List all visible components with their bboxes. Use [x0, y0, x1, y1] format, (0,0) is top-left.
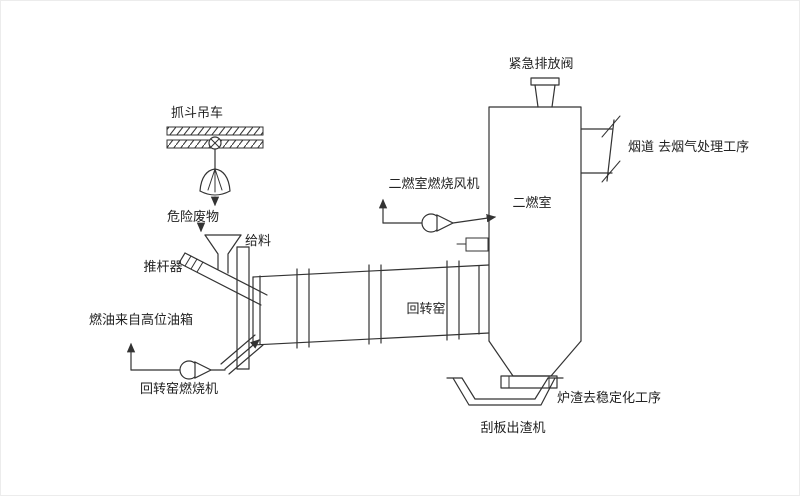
flue-duct: 烟道 去烟气处理工序: [580, 115, 749, 183]
fuel-supply-label: 燃油来自高位油箱: [89, 312, 193, 328]
scraper-trough-inner: [461, 377, 549, 400]
slag-label: 炉渣去稳定化工序: [557, 390, 661, 406]
secondary-chamber-label: 二燃室: [512, 195, 551, 211]
grab-bucket-icon: [199, 168, 231, 196]
secondary-fan-label: 二燃室燃烧风机: [388, 176, 479, 192]
burner-blower-outlet: [194, 361, 213, 379]
emergency-vent: 紧急排放阀: [508, 57, 574, 108]
hazardous-waste-label: 危险废物: [167, 209, 219, 225]
kiln-riding-rings: [296, 260, 460, 349]
kiln-burner: 燃油来自高位油箱 回转窑燃烧机: [89, 312, 264, 397]
rotary-kiln: 回转窑: [236, 246, 490, 370]
pusher-piston-cap: [178, 252, 186, 264]
feed-hopper: 给料: [204, 234, 271, 274]
hazardous-waste: 危险废物: [167, 209, 219, 233]
kiln-burner-label: 回转窑燃烧机: [140, 381, 218, 397]
flue-label: 烟道 去烟气处理工序: [628, 139, 749, 155]
chamber-hopper: [488, 340, 582, 377]
chamber-side-port: [456, 237, 489, 252]
feed-label: 给料: [245, 234, 271, 249]
vent-cap: [530, 77, 560, 86]
secondary-chamber: 二燃室: [456, 106, 582, 377]
kiln-shell-bottom: [252, 332, 490, 346]
burner-flame-arrow: [224, 339, 260, 370]
slag-discharge: 刮板出渣机 炉渣去稳定化工序: [446, 375, 661, 436]
crane-rail-top: [166, 126, 264, 136]
air-to-chamber-arrow: [452, 214, 497, 224]
scraper-trough-outer: [452, 377, 556, 406]
grab-crane: 抓斗吊车: [166, 105, 264, 207]
secondary-combustion-fan: 二燃室燃烧风机: [378, 176, 497, 233]
crane-label: 抓斗吊车: [171, 105, 223, 121]
scraper-label: 刮板出渣机: [480, 421, 545, 436]
fan-outlet: [436, 214, 455, 232]
chamber-walls: [488, 106, 582, 342]
emergency-valve-label: 紧急排放阀: [508, 57, 573, 72]
hopper-flange: [500, 375, 558, 389]
pusher-label: 推杆器: [143, 260, 182, 275]
duct-break-line: [606, 119, 615, 182]
kiln-shell-top: [252, 264, 490, 278]
rotary-kiln-label: 回转窑: [406, 301, 445, 317]
